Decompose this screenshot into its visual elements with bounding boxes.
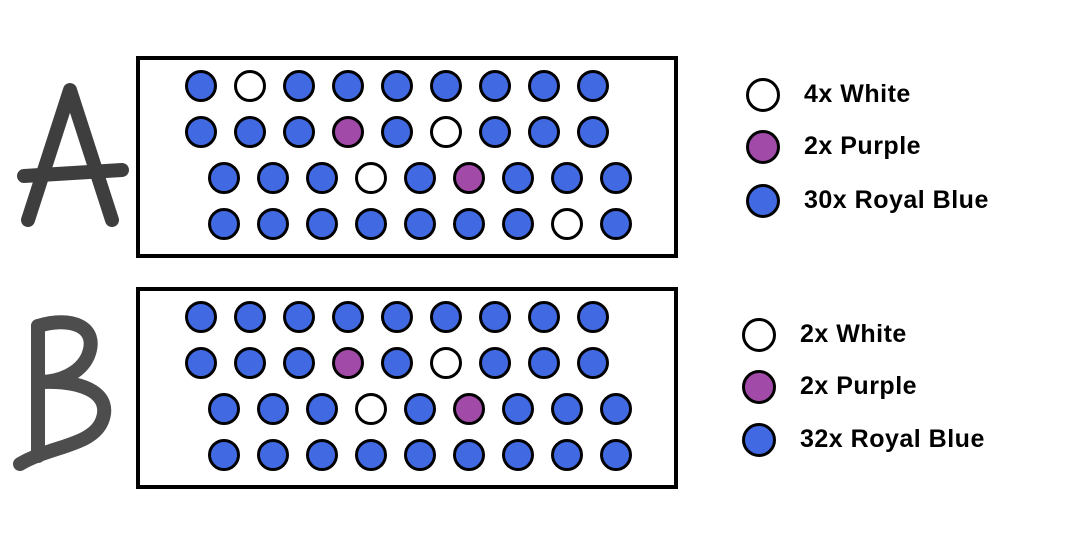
bead-blue [257,208,289,240]
bead-purple [332,347,364,379]
legend-label: 4x White [804,80,911,108]
bead-blue [502,393,534,425]
letter-a-icon [17,83,129,227]
bead-blue [502,208,534,240]
panel-a [136,56,678,258]
bead-blue [381,116,413,148]
bead-blue [502,439,534,471]
bead-white [551,208,583,240]
bead-blue [479,116,511,148]
bead-blue [551,162,583,194]
bead-blue [208,393,240,425]
bead-blue [306,162,338,194]
bead-blue [528,301,560,333]
bead-purple [332,116,364,148]
bead-blue [551,393,583,425]
bead-white [234,70,266,102]
bead-blue [479,301,511,333]
bead-blue [381,70,413,102]
bead-blue [551,439,583,471]
bead-purple [453,162,485,194]
bead-blue [479,347,511,379]
bead-blue [208,208,240,240]
bead-blue [404,162,436,194]
legend-swatch-white [742,318,776,352]
bead-blue [404,393,436,425]
bead-blue [332,70,364,102]
bead-blue [381,301,413,333]
bead-blue [283,70,315,102]
bead-blue [430,301,462,333]
panel-b [136,287,678,489]
bead-blue [306,208,338,240]
bead-blue [185,116,217,148]
bead-blue [502,162,534,194]
bead-blue [577,301,609,333]
bead-white [355,162,387,194]
bead-blue [355,439,387,471]
bead-blue [430,70,462,102]
bead-blue [283,301,315,333]
bead-blue [208,162,240,194]
legend-label: 2x White [800,320,907,348]
bead-blue [283,116,315,148]
bead-blue [234,116,266,148]
bead-white [430,116,462,148]
letter-b-icon [13,315,112,471]
legend-label: 30x Royal Blue [804,186,989,214]
bead-blue [257,439,289,471]
bead-blue [577,116,609,148]
bead-blue [257,393,289,425]
bead-blue [355,208,387,240]
legend-label: 2x Purple [804,132,922,160]
bead-blue [185,301,217,333]
legend-label: 32x Royal Blue [800,425,985,453]
bead-purple [453,393,485,425]
bead-blue [528,116,560,148]
bead-blue [600,393,632,425]
legend-swatch-blue [742,423,776,457]
bead-blue [577,70,609,102]
bead-blue [528,70,560,102]
legend-swatch-blue [746,184,780,218]
legend-swatch-white [746,78,780,112]
bead-blue [528,347,560,379]
bead-blue [453,208,485,240]
bead-white [355,393,387,425]
bead-blue [208,439,240,471]
bead-blue [257,162,289,194]
bead-blue [185,347,217,379]
bead-white [430,347,462,379]
bead-blue [234,347,266,379]
legend-swatch-purple [746,130,780,164]
bead-blue [283,347,315,379]
bead-blue [600,162,632,194]
bead-blue [404,208,436,240]
bead-blue [306,439,338,471]
legend-label: 2x Purple [800,372,918,400]
bead-blue [577,347,609,379]
bead-blue [600,439,632,471]
bead-blue [306,393,338,425]
bead-blue [381,347,413,379]
bead-blue [479,70,511,102]
bead-blue [185,70,217,102]
bead-blue [404,439,436,471]
bead-blue [234,301,266,333]
bead-blue [332,301,364,333]
bead-blue [453,439,485,471]
bead-blue [600,208,632,240]
legend-swatch-purple [742,370,776,404]
